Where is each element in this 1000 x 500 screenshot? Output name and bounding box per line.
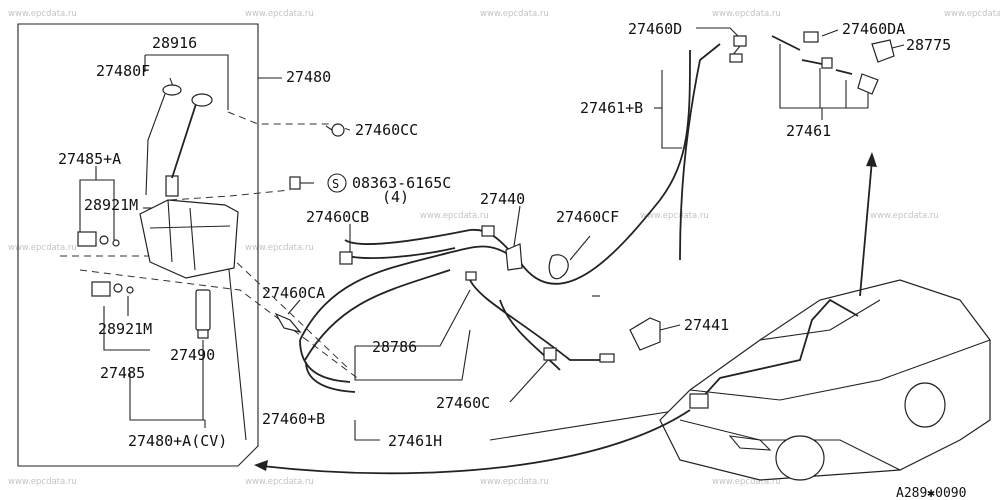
part-label-27460cf: 27460CF: [556, 208, 619, 226]
watermark: www.epcdata.ru: [8, 243, 77, 253]
part-label-08363: 08363-6165C: [352, 174, 451, 192]
part-label-27480a-cv: 27480+A(CV): [128, 432, 227, 450]
part-label-27461h: 27461H: [388, 432, 442, 450]
part-label-27485: 27485: [100, 364, 145, 382]
part-label-28916: 28916: [152, 34, 197, 52]
part-label-27480: 27480: [286, 68, 331, 86]
part-label-27460d: 27460D: [628, 20, 682, 38]
diagram-code: A289✱0090: [896, 486, 966, 500]
washer-motor-lower: [91, 281, 134, 297]
symbol-s: S: [332, 177, 339, 191]
part-label-27461b: 27461+B: [580, 99, 643, 117]
filler-tube: [171, 103, 197, 179]
part-label-28921m-lower: 28921M: [98, 320, 152, 338]
watermark: www.epcdata.ru: [480, 477, 549, 487]
part-label-28921m-upper: 28921M: [84, 196, 138, 214]
washer-pump: [195, 289, 211, 331]
watermark: www.epcdata.ru: [944, 9, 1000, 19]
part-label-27490: 27490: [170, 346, 215, 364]
washer-motor-upper: [77, 231, 120, 247]
part-labels: 28916 27480F 27480 27460CC 27485+A 28921…: [58, 20, 966, 500]
leader-lines-right: [287, 27, 905, 441]
part-label-27460c: 27460C: [436, 394, 490, 412]
watermark: www.epcdata.ru: [245, 9, 314, 19]
part-label-28775: 28775: [906, 36, 951, 54]
cap-27480f: [162, 84, 182, 96]
part-label-27460cb: 27460CB: [306, 208, 369, 226]
watermark: www.epcdata.ru: [8, 477, 77, 487]
watermark: www.epcdata.ru: [420, 211, 489, 221]
watermark: www.epcdata.ru: [8, 9, 77, 19]
part-label-27460b: 27460+B: [262, 410, 325, 428]
part-label-27461: 27461: [786, 122, 831, 140]
clip-27460cc: [325, 123, 345, 137]
watermark: www.epcdata.ru: [640, 211, 709, 221]
bolt-08363: [289, 173, 347, 193]
part-label-28786: 28786: [372, 338, 417, 356]
hose-connectors: [274, 225, 661, 363]
part-label-27460cc: 27460CC: [355, 121, 418, 139]
reservoir-group-box: [17, 23, 259, 467]
part-label-27480f: 27480F: [96, 62, 150, 80]
pump-outlet: [197, 329, 209, 339]
part-label-27460da: 27460DA: [842, 20, 905, 38]
watermark: www.epcdata.ru: [480, 9, 549, 19]
cap-strap: [145, 93, 166, 196]
nozzle-27460d: [729, 35, 747, 63]
watermark-layer: www.epcdata.ru www.epcdata.ru www.epcdat…: [8, 9, 1000, 487]
part-label-27485a: 27485+A: [58, 150, 121, 168]
part-label-08363-qty: (4): [382, 188, 409, 206]
part-label-27441: 27441: [684, 316, 729, 334]
washer-tank: [139, 175, 239, 279]
part-label-27460ca: 27460CA: [262, 284, 325, 302]
watermark: www.epcdata.ru: [245, 243, 314, 253]
nozzle-group-27461: [771, 31, 895, 109]
filler-cap: [191, 93, 213, 107]
watermark: www.epcdata.ru: [870, 211, 939, 221]
part-label-27440: 27440: [480, 190, 525, 208]
watermark: www.epcdata.ru: [712, 477, 781, 487]
tank-neck: [165, 175, 179, 197]
watermark: www.epcdata.ru: [245, 477, 314, 487]
reference-arrows: [254, 152, 877, 475]
car-illustration: [659, 279, 991, 481]
watermark: www.epcdata.ru: [712, 9, 781, 19]
